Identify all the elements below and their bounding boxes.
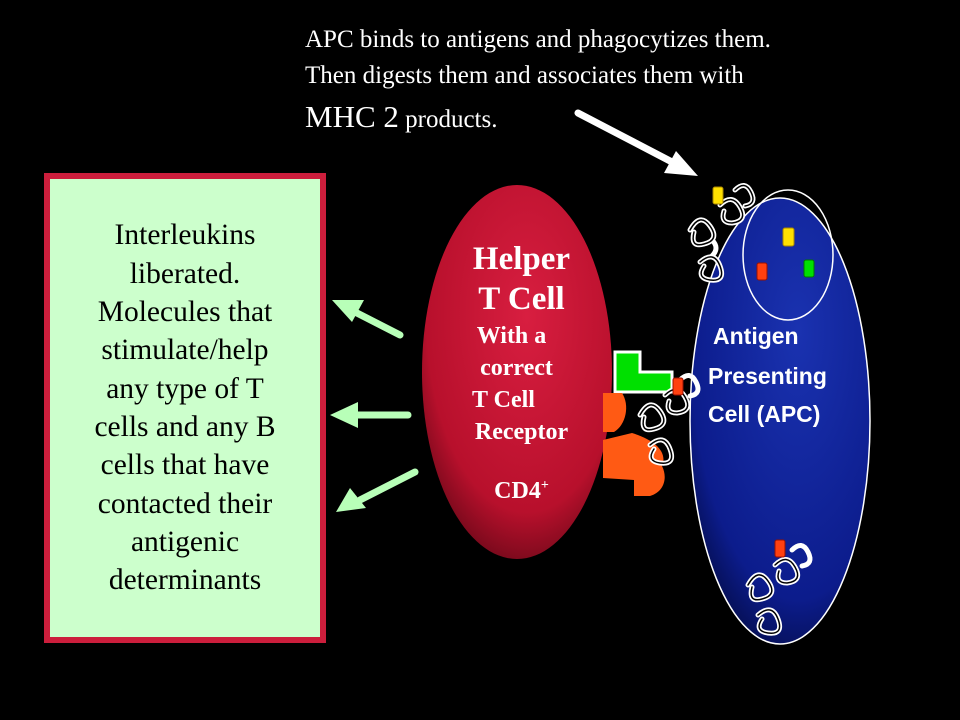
mhc-complex-top-outline [689,184,754,281]
helper-title: Helper [472,241,571,277]
helper-receptor: Receptor [474,419,569,445]
caption-line-1: APC binds to antigens and phagocytizes t… [305,26,771,53]
caption-line-2: Then digests them and associates them wi… [305,62,744,90]
il-line: antigenic [130,526,240,559]
cd4-label: CD4 [494,478,541,504]
pointer-arrow [574,109,698,176]
apc-description-caption: APC binds to antigens and phagocytizes t… [305,22,945,139]
il-line: Molecules that [97,295,273,328]
helper-subtitle: T Cell [478,281,565,317]
il-line: cells and any B [94,411,276,443]
helper-tcell: T Cell [472,387,535,413]
antigen-green [803,259,815,278]
antigen-red [756,262,768,281]
interleukin-text: Interleukins liberated. Molecules that s… [94,216,275,599]
il-line: determinants [108,564,262,597]
antigen-yellow [782,227,795,247]
helper-t-cell [422,185,612,559]
apc-label-line-2: Presenting [708,363,827,389]
helper-with-a: With a [476,323,547,349]
cd4-superscript: + [540,478,549,493]
caption-line-3: MHC 2 products. [305,95,945,140]
antigen-bottom [774,539,786,558]
apc-label-line-3: Cell (APC) [708,401,821,427]
il-line: stimulate/help [101,334,269,367]
il-line: contacted their [97,487,273,520]
helper-cd4: CD4+ [428,470,615,507]
caption-products: products. [405,105,498,133]
il-line: cells that have [100,449,270,482]
antigen-middle [672,377,684,396]
apc-label-line-1: Antigen [713,323,799,349]
caption-mhc: MHC 2 [305,98,399,134]
t-cell-receptor [613,350,674,394]
apc-cell [689,189,871,645]
interleukin-box: Interleukins liberated. Molecules that s… [44,173,326,643]
interleukin-arrow-bottom [336,468,419,512]
apc-nucleus [742,189,834,321]
helper-correct: correct [480,355,553,381]
cd4-molecule [603,393,665,496]
il-line: liberated. [129,257,241,290]
interleukin-arrow-middle [330,402,412,428]
helper-cell-label: Helper T Cell With a correct T Cell Rece… [420,240,615,507]
interleukin-arrow-top [332,300,404,339]
il-line: any type of T [106,372,264,405]
il-line: Interleukins [114,219,256,252]
antigen-top [712,186,724,205]
